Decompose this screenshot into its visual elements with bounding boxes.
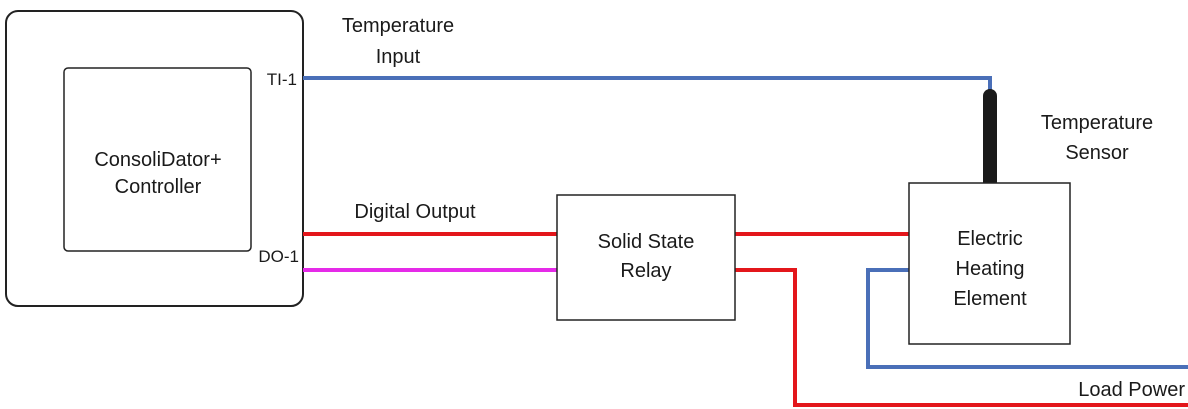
sensor-label-line1: Temperature xyxy=(1041,112,1153,134)
digital-output-label: Digital Output xyxy=(354,201,476,223)
sensor-label-line2: Sensor xyxy=(1065,142,1129,164)
controller-inner-box xyxy=(63,67,252,252)
heating-element-box xyxy=(908,182,1071,345)
relay-load-power-wire xyxy=(735,268,1188,407)
solid-state-relay-box xyxy=(556,194,736,321)
heater-label-line1: Electric xyxy=(957,228,1023,250)
temperature-input-label-line2: Input xyxy=(376,46,421,68)
heater-load-power-wire xyxy=(866,268,1188,369)
heater-label-line3: Element xyxy=(953,288,1027,310)
heater-label-line2: Heating xyxy=(956,258,1025,280)
controller-label-line2: Controller xyxy=(115,176,202,198)
port-do-label: DO-1 xyxy=(258,247,299,266)
temperature-input-label-line1: Temperature xyxy=(342,15,454,37)
load-power-label: Load Power xyxy=(1078,379,1185,401)
temperature-input-wire xyxy=(303,76,992,100)
relay-label-line2: Relay xyxy=(620,260,671,282)
relay-label-line1: Solid State xyxy=(598,231,695,253)
port-ti-label: TI-1 xyxy=(267,70,297,89)
controller-label-line1: ConsoliDator+ xyxy=(94,149,221,171)
